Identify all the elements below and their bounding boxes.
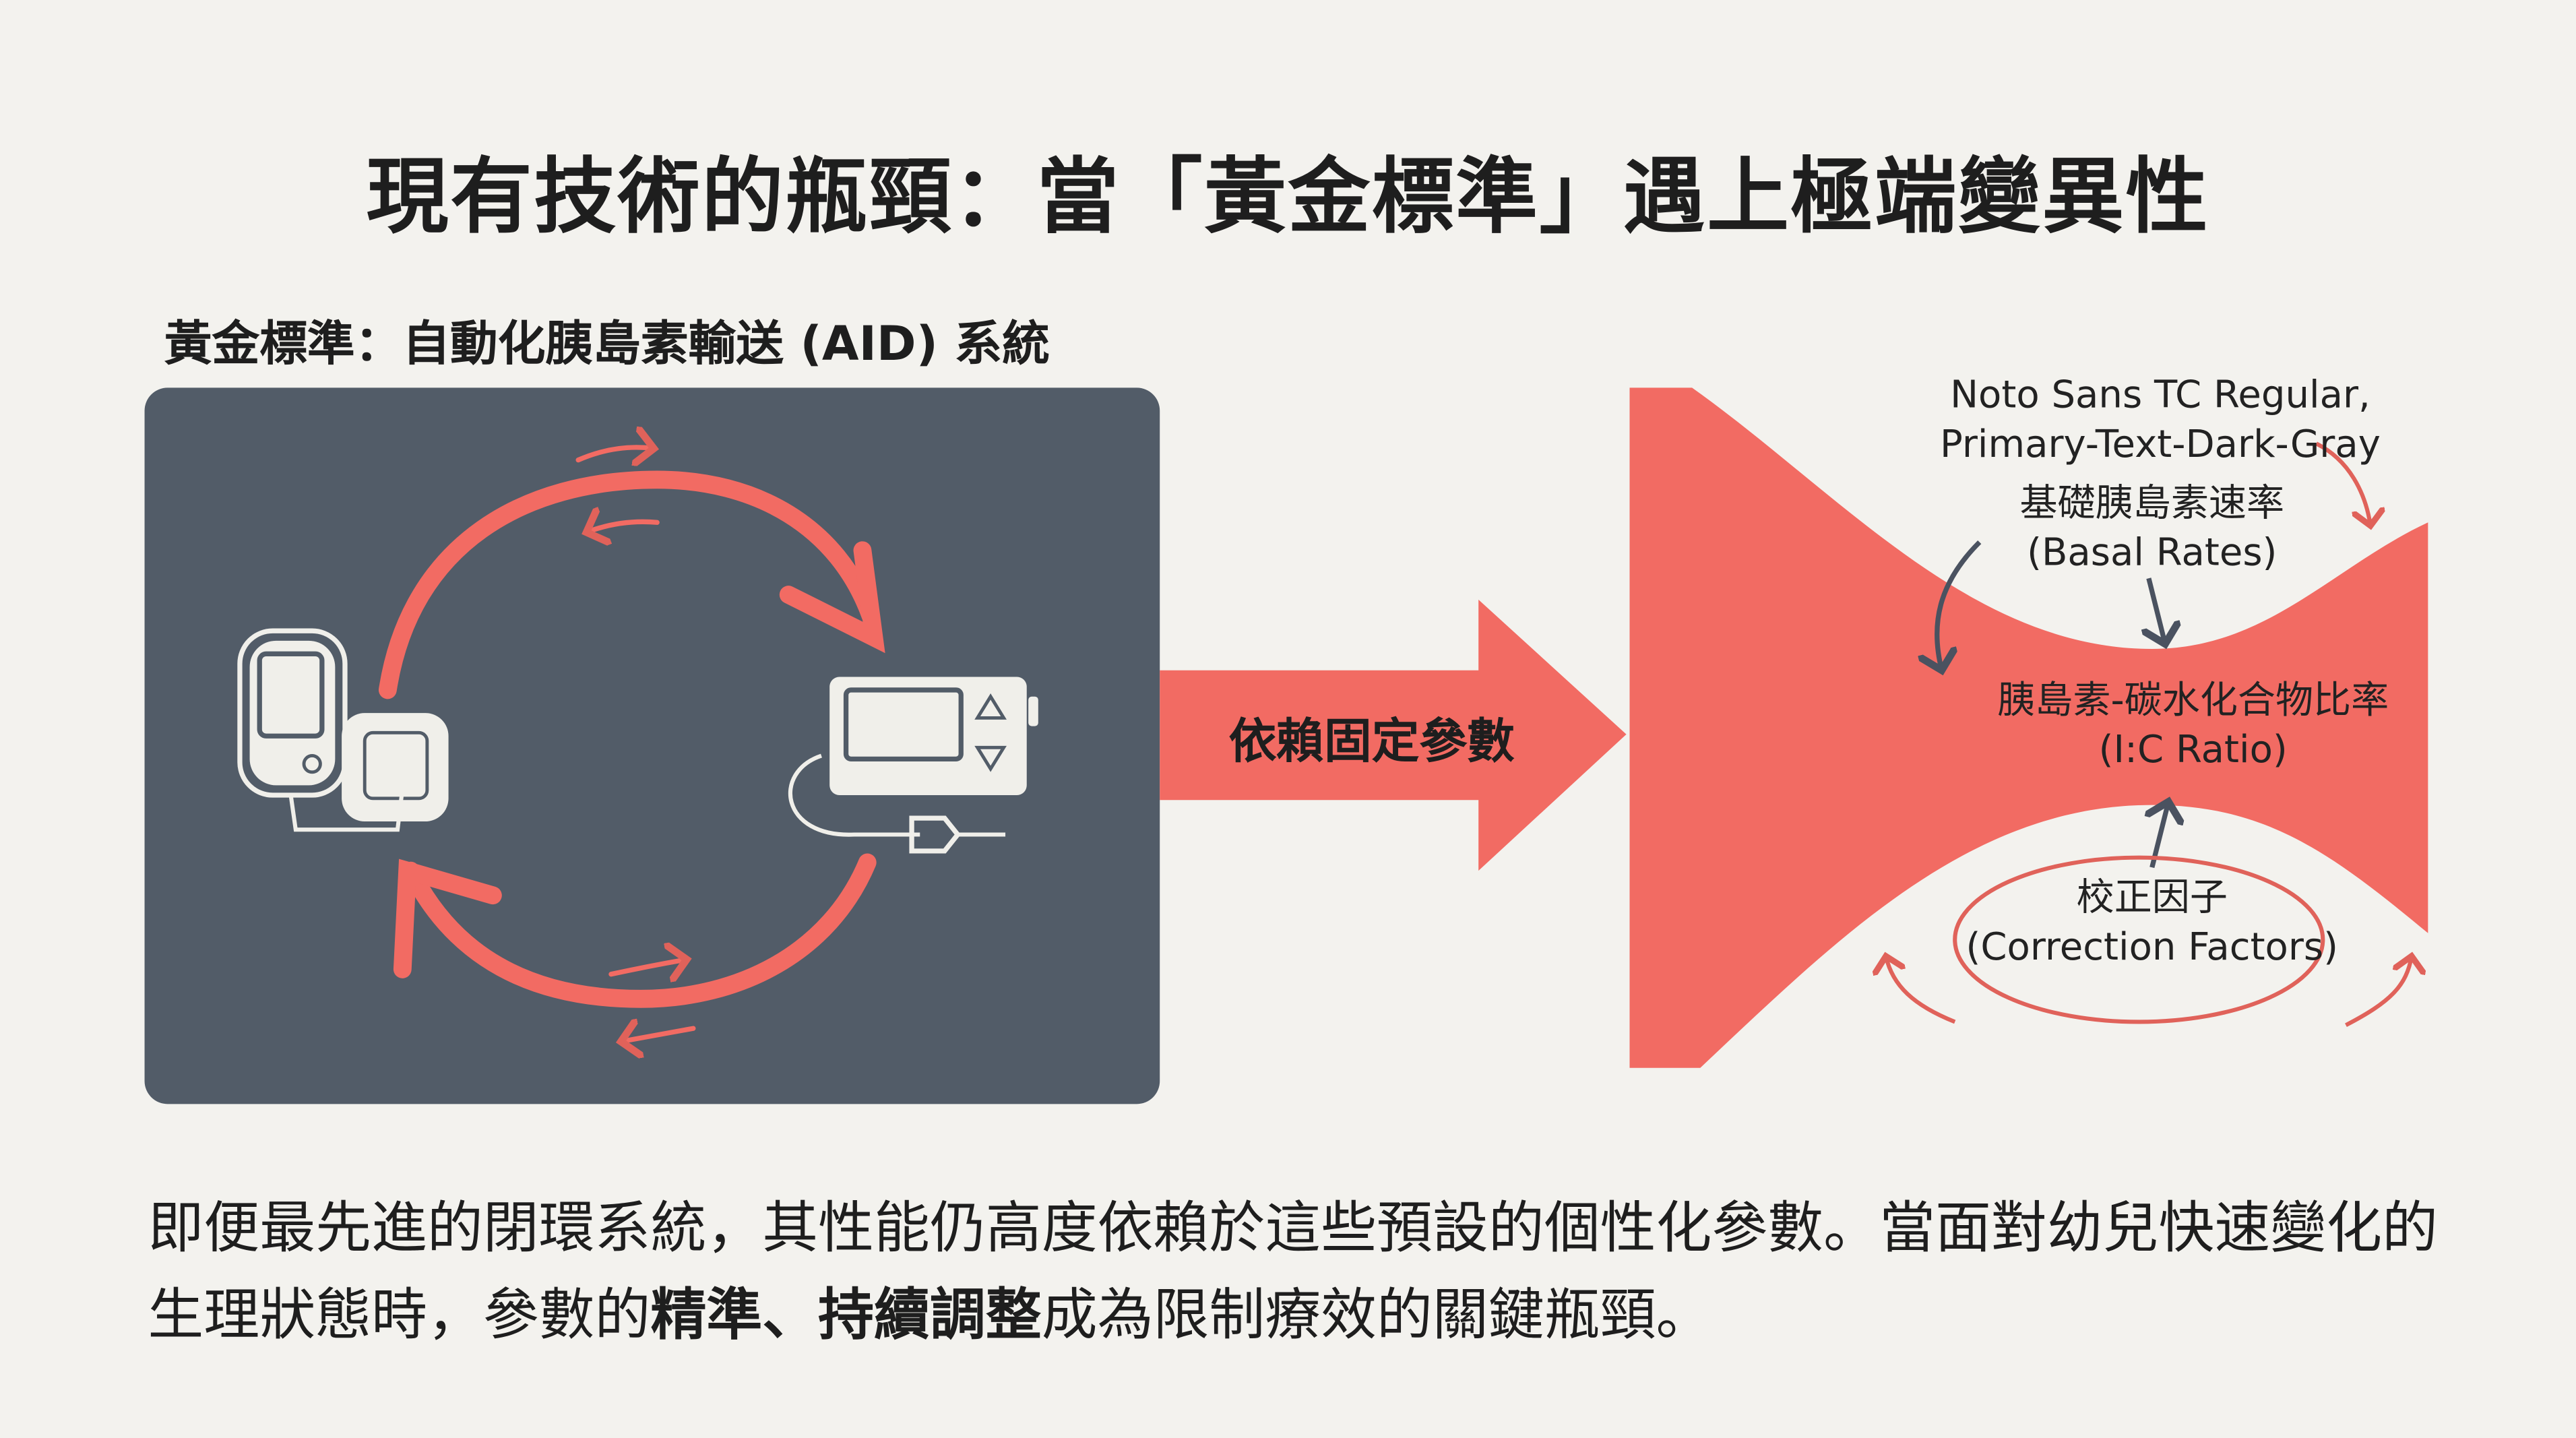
section-subtitle: 黃金標準：自動化胰島素輸送 (AID) 系統 [164,315,1050,371]
dependency-arrow [1160,599,1627,871]
style-note: Noto Sans TC Regular, Primary-Text-Dark-… [1807,371,2513,470]
arrow-label: 依賴固定參數 [1228,713,1515,769]
ic-ratio-zh: 胰島素-碳水化合物比率 [1997,680,2389,723]
ic-ratio-en: (I:C Ratio) [2098,729,2288,772]
basal-rates-label: 基礎胰島素速率 (Basal Rates) [1906,480,2398,578]
ic-ratio-label: 胰島素-碳水化合物比率 (I:C Ratio) [1939,677,2448,775]
closed-loop-arrows-icon [378,447,885,1042]
basal-rates-en: (Basal Rates) [2027,532,2277,575]
correction-factors-zh: 校正因子 [2076,877,2228,920]
paragraph-text-2: 成為限制療效的關鍵瓶頸。 [1041,1283,1712,1349]
correction-factors-label: 校正因子 (Correction Factors) [1889,874,2415,972]
paragraph-text-1: 即便最先進的閉環系統，其性能仍高度依賴於這些預設的個性化參數。當面對幼兒快速變化… [148,1195,2438,1349]
page-title: 現有技術的瓶頸：當「黃金標準」遇上極端變異性 [366,149,2210,245]
insulin-pump-icon [788,677,1038,854]
correction-factors-en: (Correction Factors) [1966,927,2339,970]
paragraph-emphasis: 精準、持續調整 [650,1283,1042,1349]
style-note-line1: Noto Sans TC Regular, [1950,374,2370,418]
style-note-line2: Primary-Text-Dark-Gray [1940,424,2381,467]
basal-rates-zh: 基礎胰島素速率 [2019,482,2285,526]
summary-paragraph: 即便最先進的閉環系統，其性能仍高度依賴於這些預設的個性化參數。當面對幼兒快速變化… [148,1186,2480,1360]
cycle-arrows-icon [1886,441,2412,1028]
glucose-monitor-icon [237,628,449,832]
bottleneck-hourglass-shape [1629,387,2428,1068]
